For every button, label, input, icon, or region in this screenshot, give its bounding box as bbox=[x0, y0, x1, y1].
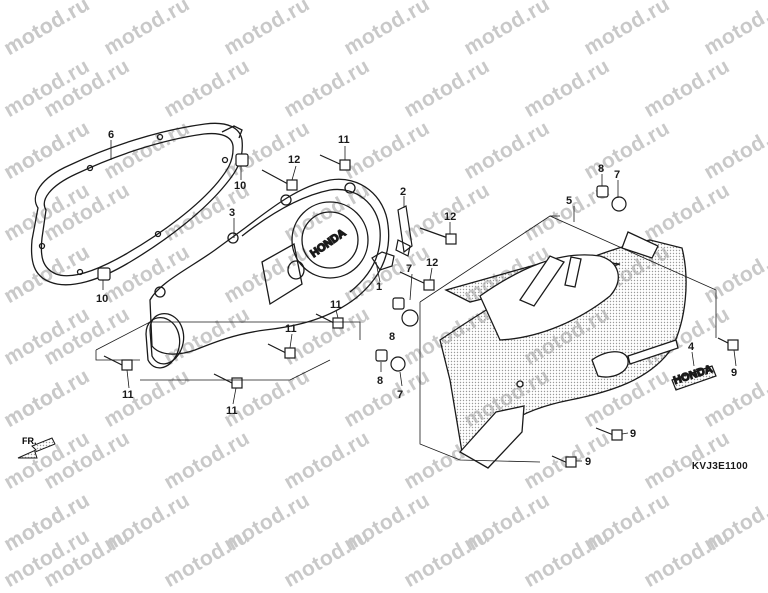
callout-8-right: 8 bbox=[598, 163, 604, 175]
clip-part-1 bbox=[371, 251, 395, 271]
parts-diagram: HONDA HONDA bbox=[17, 122, 739, 469]
diagram-code: KVJ3E1100 bbox=[691, 461, 748, 472]
bushings bbox=[97, 153, 627, 372]
front-direction-arrow-icon bbox=[17, 437, 56, 459]
bracket-part-2 bbox=[395, 205, 413, 257]
bushing-10-lower bbox=[97, 267, 111, 281]
bushing-8-mid bbox=[392, 297, 405, 310]
bolt-11-low bbox=[284, 347, 296, 359]
gasket-part-6 bbox=[30, 122, 243, 286]
bolts bbox=[103, 154, 739, 468]
bushing-8-low bbox=[375, 349, 388, 362]
outer-cover-part-5 bbox=[439, 231, 687, 469]
cover-part-3: HONDA bbox=[145, 178, 390, 369]
callout-5: 5 bbox=[566, 195, 572, 207]
direction-label: FR. bbox=[22, 436, 37, 446]
emblem-part-4: HONDA bbox=[671, 363, 717, 391]
bolt-11-mid bbox=[332, 317, 344, 329]
callout-1: 1 bbox=[376, 281, 382, 293]
callout-2: 2 bbox=[400, 186, 406, 198]
leader-lines bbox=[102, 140, 737, 462]
bolt-9-right bbox=[727, 339, 739, 351]
bushing-8-right bbox=[596, 185, 609, 198]
callout-11-mid: 11 bbox=[330, 299, 342, 311]
bolt-11-left bbox=[121, 359, 133, 371]
damper-7-low bbox=[390, 356, 406, 372]
callout-7-low: 7 bbox=[397, 389, 403, 401]
callout-9-low: 9 bbox=[585, 456, 591, 468]
callout-7-right: 7 bbox=[614, 169, 620, 181]
callout-10-lower: 10 bbox=[96, 293, 108, 305]
assembly-lines bbox=[95, 215, 717, 463]
bolt-11-top bbox=[339, 159, 351, 171]
bolt-12-a bbox=[286, 179, 298, 191]
callout-9-mid: 9 bbox=[630, 428, 636, 440]
damper-7-right bbox=[611, 196, 627, 212]
bolt-12-c bbox=[423, 279, 435, 291]
callout-11-top: 11 bbox=[338, 134, 350, 146]
callout-10-upper: 10 bbox=[234, 180, 246, 192]
callout-4: 4 bbox=[688, 341, 695, 353]
callout-11-low: 11 bbox=[285, 323, 297, 335]
brand-mark-text: HONDA bbox=[308, 227, 348, 260]
callout-labels: 6 3 10 10 11 12 2 12 12 11 11 11 11 1 5 … bbox=[96, 129, 737, 468]
callout-11-bottom: 11 bbox=[226, 405, 238, 417]
callout-8-mid: 8 bbox=[389, 331, 395, 343]
callout-8-low: 8 bbox=[377, 375, 383, 387]
callout-12-c: 12 bbox=[426, 257, 438, 269]
callout-12-b: 12 bbox=[444, 211, 456, 223]
callout-6: 6 bbox=[108, 129, 114, 141]
callout-11-left: 11 bbox=[122, 389, 134, 401]
bolt-12-b bbox=[445, 233, 457, 245]
bolt-11-bottom bbox=[231, 377, 243, 389]
bolt-9-low bbox=[565, 456, 577, 468]
bushing-10-upper bbox=[235, 153, 249, 167]
callout-7-mid: 7 bbox=[406, 263, 412, 275]
callout-9-right: 9 bbox=[731, 367, 737, 379]
callout-12-a: 12 bbox=[288, 154, 300, 166]
damper-7-mid bbox=[401, 309, 419, 327]
bolt-9-mid bbox=[611, 429, 623, 441]
callout-3: 3 bbox=[229, 207, 235, 219]
